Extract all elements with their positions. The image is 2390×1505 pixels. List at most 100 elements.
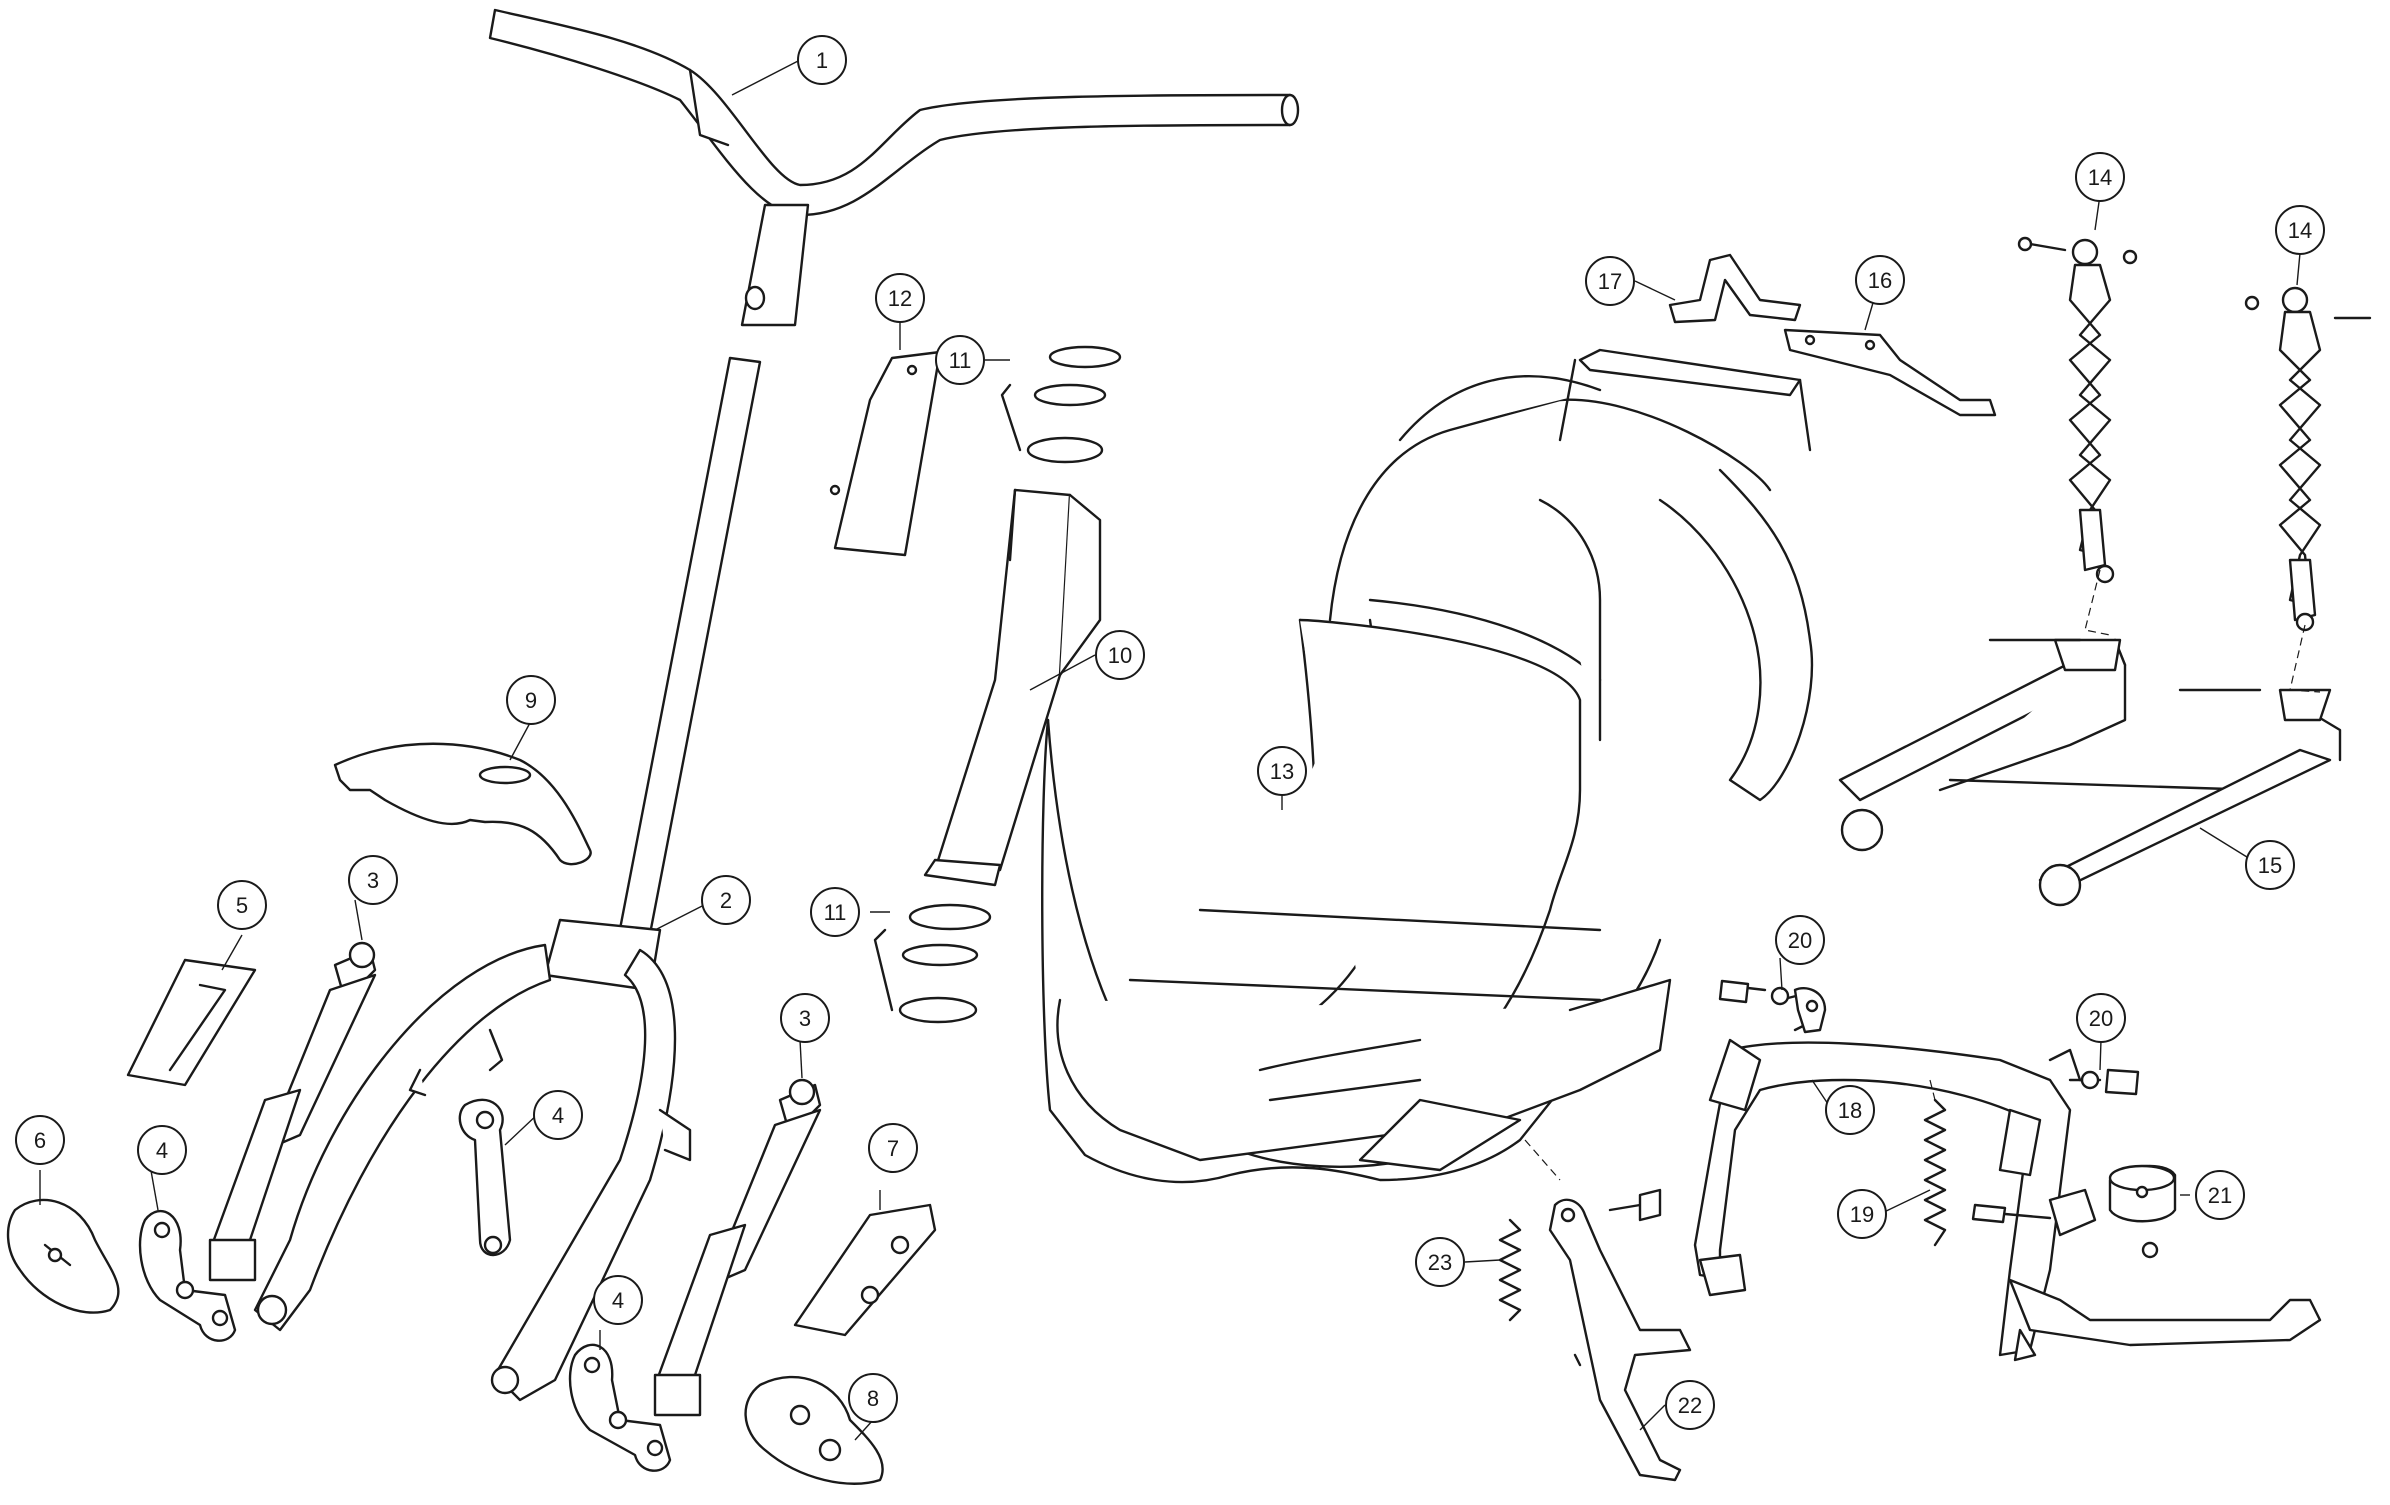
callout-circle xyxy=(1825,1085,1875,1135)
callout-number: 10 xyxy=(1108,643,1132,668)
callout-label-14a: 14 xyxy=(2075,152,2125,202)
callout-number: 16 xyxy=(1868,268,1892,293)
callout-circle xyxy=(701,875,751,925)
callout-label-12: 12 xyxy=(875,273,925,323)
callout-number: 15 xyxy=(2258,853,2282,878)
callout-label-23: 23 xyxy=(1415,1237,1465,1287)
callout-circle xyxy=(137,1125,187,1175)
callout-number: 21 xyxy=(2208,1183,2232,1208)
top-bracket-part xyxy=(1668,253,1802,324)
side-plate-part xyxy=(793,1203,937,1337)
callout-label-4b: 4 xyxy=(137,1125,187,1175)
callout-number: 7 xyxy=(887,1136,899,1161)
front-shock-left-part xyxy=(208,941,377,1282)
callout-number: 17 xyxy=(1598,269,1622,294)
callout-circle xyxy=(1415,1237,1465,1287)
side-stand-part xyxy=(1548,1188,1692,1482)
stand-bushing-part xyxy=(1971,1164,2177,1259)
bearing-set-lower-part xyxy=(873,903,992,1024)
callout-number: 22 xyxy=(1678,1393,1702,1418)
callout-number: 18 xyxy=(1838,1098,1862,1123)
callout-number: 2 xyxy=(720,888,732,913)
callout-circle xyxy=(2245,840,2295,890)
callout-label-5: 5 xyxy=(217,880,267,930)
callout-label-20b: 20 xyxy=(2076,993,2126,1043)
handlebar-part xyxy=(488,8,1300,327)
callout-label-20a: 20 xyxy=(1775,915,1825,965)
front-fender-part xyxy=(333,742,592,866)
bracket-center-part xyxy=(458,1098,512,1257)
callout-circle xyxy=(868,1123,918,1173)
callout-label-3b: 3 xyxy=(780,993,830,1043)
callout-circle xyxy=(1257,746,1307,796)
callout-number: 8 xyxy=(867,1386,879,1411)
callout-circle xyxy=(1095,630,1145,680)
callout-number: 4 xyxy=(612,1288,624,1313)
callout-number: 11 xyxy=(824,900,847,925)
rear-shock-left-part xyxy=(2017,236,2138,584)
callout-circle xyxy=(348,855,398,905)
callout-label-10: 10 xyxy=(1095,630,1145,680)
callout-circle xyxy=(2076,993,2126,1043)
bracket-bottom-part xyxy=(568,1343,672,1472)
callout-number: 3 xyxy=(799,1006,811,1031)
callout-circle xyxy=(935,335,985,385)
bearing-set-upper-part xyxy=(1000,345,1122,464)
callout-number: 20 xyxy=(1788,928,1812,953)
rear-shock-right-part xyxy=(2244,286,2372,632)
callout-label-11a: 11 xyxy=(935,335,985,385)
stand-spring-part xyxy=(1923,1098,1947,1247)
callout-number: 20 xyxy=(2089,1006,2113,1031)
callout-label-9: 9 xyxy=(506,675,556,725)
callout-label-1: 1 xyxy=(797,35,847,85)
callout-label-6: 6 xyxy=(15,1115,65,1165)
callout-circle xyxy=(848,1373,898,1423)
callout-circle xyxy=(593,1275,643,1325)
callout-label-15: 15 xyxy=(2245,840,2295,890)
callout-label-18: 18 xyxy=(1825,1085,1875,1135)
callout-number: 19 xyxy=(1850,1202,1874,1227)
rear-bracket-part xyxy=(1783,328,1997,417)
callout-circle xyxy=(1775,915,1825,965)
callout-label-19: 19 xyxy=(1837,1189,1887,1239)
callout-circle xyxy=(2195,1170,2245,1220)
callout-label-4c: 4 xyxy=(593,1275,643,1325)
callout-circle xyxy=(2275,205,2325,255)
callout-number: 1 xyxy=(816,48,828,73)
callout-number: 5 xyxy=(236,893,248,918)
callout-number: 3 xyxy=(367,868,379,893)
callout-label-2: 2 xyxy=(701,875,751,925)
callout-number: 13 xyxy=(1270,759,1294,784)
callout-label-11b: 11 xyxy=(810,887,860,937)
callout-circle xyxy=(217,880,267,930)
callout-number: 11 xyxy=(949,348,972,373)
callout-label-21: 21 xyxy=(2195,1170,2245,1220)
callout-circle xyxy=(533,1090,583,1140)
callout-circle xyxy=(780,993,830,1043)
assembly-guide-lines xyxy=(1524,569,2321,1181)
callout-label-13: 13 xyxy=(1257,746,1307,796)
callout-circle xyxy=(1837,1189,1887,1239)
bolt-set-lower-part xyxy=(2068,1068,2140,1096)
reinforcement-strip-part xyxy=(829,350,942,557)
callout-leaders xyxy=(39,59,2301,1441)
callout-circle xyxy=(1665,1380,1715,1430)
bracket-left-part xyxy=(138,1209,237,1342)
callout-label-4a: 4 xyxy=(533,1090,583,1140)
front-fork-part xyxy=(253,356,762,1402)
side-stand-spring-part xyxy=(1498,1218,1522,1322)
cover-plate-part xyxy=(126,958,257,1087)
callout-number: 23 xyxy=(1428,1250,1452,1275)
callout-label-3a: 3 xyxy=(348,855,398,905)
callout-number: 14 xyxy=(2088,165,2112,190)
callout-label-16: 16 xyxy=(1855,255,1905,305)
bolt-set-upper-part xyxy=(1718,979,1827,1034)
callout-circle xyxy=(2075,152,2125,202)
front-shock-right-part xyxy=(653,1078,822,1417)
callout-number: 6 xyxy=(34,1128,46,1153)
callout-label-17: 17 xyxy=(1585,256,1635,306)
callout-label-7: 7 xyxy=(868,1123,918,1173)
